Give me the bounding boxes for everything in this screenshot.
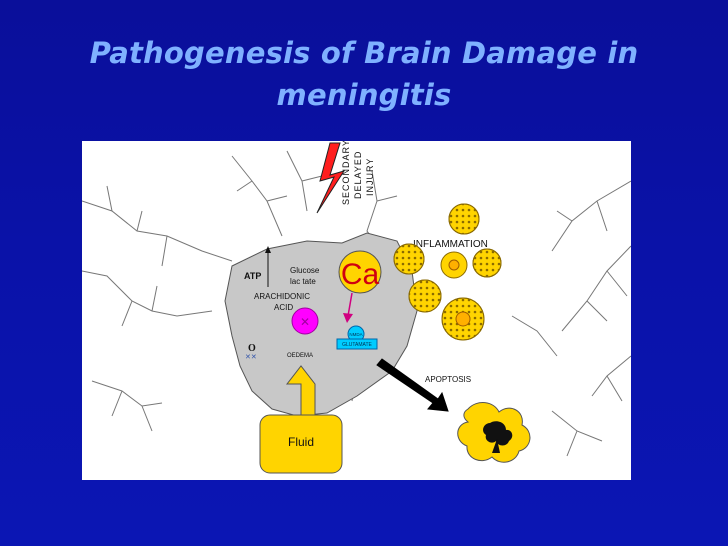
- ca-label: Ca: [341, 258, 380, 291]
- inflammatory-cell-icon: [472, 248, 502, 278]
- nmda-label: NMDA: [349, 332, 362, 337]
- glucose-label: Glucose: [290, 266, 320, 275]
- inflammatory-cell-icon: [393, 243, 425, 275]
- lactate-label: lac tate: [290, 277, 316, 286]
- slide-title: Pathogenesis of Brain Damage in meningit…: [0, 32, 728, 116]
- glutamate-label: GLUTAMATE: [342, 342, 372, 348]
- inflammatory-cell-icon: [448, 203, 480, 235]
- inflammatory-cell-icon: [408, 279, 442, 313]
- delayed-label: DELAYED: [353, 151, 363, 199]
- title-line-2: meningitis: [276, 78, 452, 113]
- pathogenesis-diagram: SECONDARY DELAYED INJURY INFLAMMATION: [82, 141, 631, 474]
- diagram-panel: SECONDARY DELAYED INJURY INFLAMMATION: [82, 141, 631, 480]
- nmda-receptor: NMDA GLUTAMATE: [336, 325, 378, 350]
- o2-label: O: [248, 343, 256, 354]
- oedema-label: OEDEMA: [287, 353, 313, 359]
- fluid-label: Fluid: [288, 435, 314, 449]
- inflammatory-cell-icon: [441, 297, 485, 341]
- atp-label: ATP: [244, 271, 261, 281]
- injury-label: INJURY: [365, 158, 375, 196]
- fluid-box: [259, 414, 343, 474]
- svg-text:✕: ✕: [300, 315, 310, 329]
- radical-icon: ✕: [291, 307, 319, 335]
- cross-marks: ✕✕: [245, 354, 257, 361]
- arachidonic-label: ARACHIDONIC: [254, 292, 310, 301]
- ca-influx-arrow: [347, 292, 353, 317]
- atp-arrowhead: [265, 246, 271, 253]
- ca-influx-arrowhead: [343, 313, 353, 323]
- apoptosis-arrow: [376, 358, 449, 412]
- apoptosis-label: APOPTOSIS: [425, 375, 471, 384]
- inflammatory-cells: [393, 203, 502, 341]
- inflammation-label: INFLAMMATION: [413, 239, 488, 250]
- apoptotic-cell-icon: [457, 402, 531, 463]
- title-line-1: Pathogenesis of Brain Damage in: [89, 36, 639, 70]
- lightning-icon: [316, 142, 346, 214]
- brain-region: [224, 232, 418, 417]
- inflammatory-cell-icon: [440, 251, 468, 279]
- secondary-label: SECONDARY: [341, 141, 351, 205]
- acid-label: ACID: [274, 303, 293, 312]
- vessel-branches: [82, 150, 631, 457]
- calcium-ion-icon: Ca: [338, 250, 382, 294]
